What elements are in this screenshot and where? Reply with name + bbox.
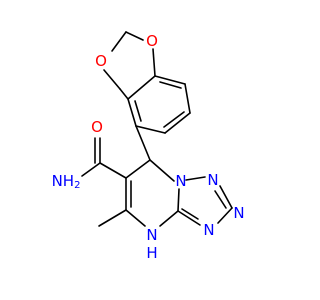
atom-o1-label: O xyxy=(146,32,158,50)
atom-amide-n-label: NH2 xyxy=(52,172,81,191)
amide-subscript-2: 2 xyxy=(74,180,80,191)
bond-c3a-n8 xyxy=(177,188,180,212)
bond-n4-c3a xyxy=(159,210,179,227)
atom-triazole-n3-label: N xyxy=(233,204,244,222)
atom-triazole-n4-label: N xyxy=(203,221,214,239)
bond-benz-1 xyxy=(154,75,186,85)
bond-benz-4 xyxy=(135,125,166,134)
atom-triazole-n1-label: N xyxy=(207,171,218,189)
bond-c7-c6 xyxy=(125,159,151,179)
bond-n3-c3a xyxy=(177,210,201,226)
bond-n1-c2 xyxy=(219,185,233,209)
bond-o2-c7a xyxy=(103,69,121,90)
bond-benz-3 xyxy=(164,112,191,134)
molecule-structure-diagram: O O O NH2 N N N N N H xyxy=(52,31,245,262)
atom-label-layer: O O O NH2 N N N N N H xyxy=(52,32,245,262)
bond-camide-n xyxy=(81,162,101,177)
atom-nh-hydrogen-label: H xyxy=(146,244,157,262)
bond-c7a-c3a xyxy=(119,88,129,100)
bond-benz-1-inner xyxy=(159,81,182,89)
bond-n1-c2-inner xyxy=(214,190,227,209)
bond-benz-3-inner xyxy=(163,111,185,128)
atom-carbonyl-o-label: O xyxy=(91,118,103,136)
bond-n3-c3a-inner xyxy=(181,208,199,220)
atom-bridge-n-label: N xyxy=(175,172,186,190)
bond-c7-n8 xyxy=(149,159,175,182)
bond-ch2-o2 xyxy=(111,31,127,52)
atom-o2-label: O xyxy=(95,52,107,70)
bond-ch2-o1 xyxy=(125,31,144,41)
amide-nh-text: NH xyxy=(52,172,75,190)
bond-aryl-c7 xyxy=(135,125,151,161)
bond-c5-n4 xyxy=(125,209,146,227)
bond-o1-c3a xyxy=(152,48,156,77)
bond-benz-6 xyxy=(127,75,156,100)
bond-c6-camide xyxy=(99,162,127,179)
bond-benz-5-inner xyxy=(134,100,142,122)
bond-benz-2 xyxy=(184,83,191,114)
bond-c5-methyl xyxy=(98,209,127,227)
bond-layer xyxy=(81,31,233,227)
bond-benz-5 xyxy=(127,98,137,127)
bond-c2-n3 xyxy=(217,207,233,224)
atom-nh-label: N xyxy=(146,226,157,244)
bond-n8-n1 xyxy=(185,176,206,181)
